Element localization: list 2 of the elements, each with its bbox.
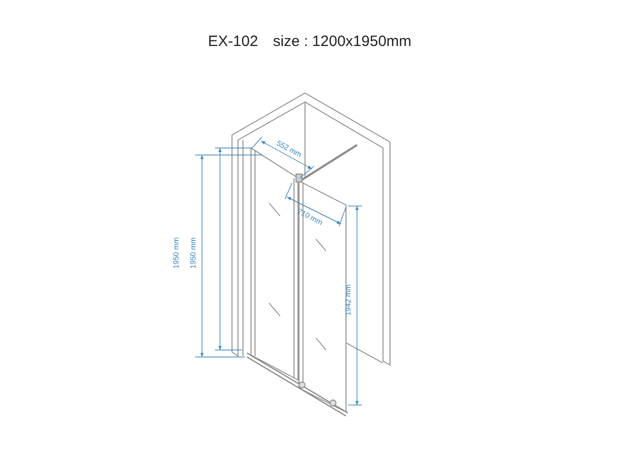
- size-note: size : 1200x1950mm: [273, 33, 412, 50]
- model-number: EX-102: [208, 33, 258, 50]
